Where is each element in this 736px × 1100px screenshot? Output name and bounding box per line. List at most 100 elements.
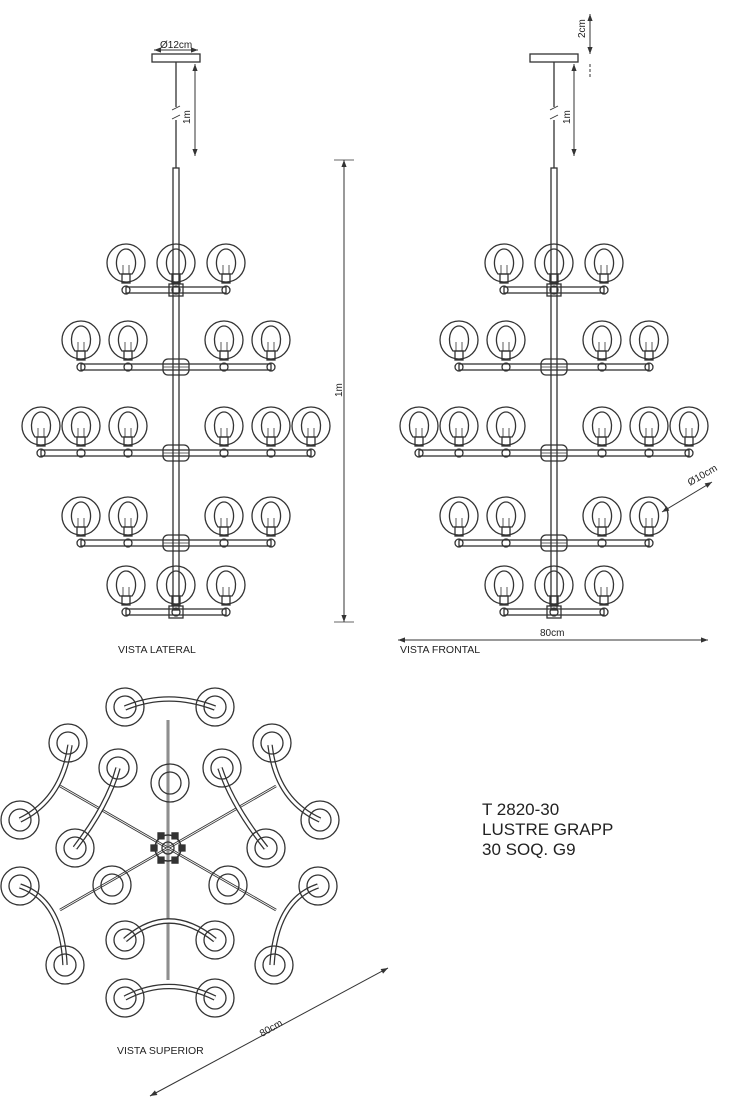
globe-top bbox=[298, 866, 338, 906]
socket bbox=[501, 436, 511, 447]
glass-globe bbox=[486, 406, 526, 446]
filament bbox=[267, 518, 275, 527]
glass-globe bbox=[582, 406, 622, 446]
arm-end bbox=[221, 607, 231, 617]
bulb-globe bbox=[204, 496, 244, 537]
hub-socket bbox=[171, 832, 179, 840]
globe-inner bbox=[203, 986, 227, 1010]
bulb-globe bbox=[582, 320, 622, 361]
filament bbox=[500, 265, 508, 274]
bulb-globe bbox=[251, 496, 291, 537]
product-info: T 2820-30 LUSTRE GRAPP 30 SOQ. G9 bbox=[482, 800, 613, 860]
globe-inner bbox=[260, 731, 284, 755]
curved-arm-core bbox=[124, 985, 216, 1000]
bulb bbox=[591, 325, 613, 352]
bulb-globe bbox=[61, 406, 101, 447]
glass-globe bbox=[584, 565, 624, 605]
curved-arm bbox=[267, 744, 322, 823]
arrowhead bbox=[341, 160, 347, 167]
globe-outline bbox=[208, 865, 248, 905]
bulb-globe bbox=[108, 320, 148, 361]
globe-inner bbox=[100, 873, 124, 897]
arm-end bbox=[597, 362, 607, 372]
canopy bbox=[529, 53, 579, 63]
bulb bbox=[215, 248, 237, 275]
arm-end bbox=[221, 285, 231, 295]
arm-end bbox=[499, 285, 509, 295]
globe-top bbox=[55, 828, 95, 868]
bulb-globe bbox=[439, 320, 479, 361]
globe-inner bbox=[306, 874, 330, 898]
central-stem bbox=[550, 167, 558, 611]
filament bbox=[645, 518, 653, 527]
arm-end bbox=[171, 607, 181, 617]
arrowhead bbox=[191, 47, 198, 53]
socket bbox=[644, 526, 654, 537]
top-width-dimension bbox=[149, 967, 389, 1097]
bulb bbox=[70, 501, 92, 528]
bulb-globe bbox=[534, 243, 574, 284]
radial-rod-core bbox=[167, 847, 277, 911]
bulb-globe bbox=[534, 565, 574, 606]
socket bbox=[219, 350, 229, 361]
bulb-globe bbox=[669, 406, 709, 447]
bulb-globe bbox=[206, 243, 246, 284]
filament bbox=[645, 342, 653, 351]
bulb-globe bbox=[106, 565, 146, 606]
glass-globe bbox=[106, 565, 146, 605]
glass-globe bbox=[108, 496, 148, 536]
glass-globe bbox=[486, 496, 526, 536]
radial-rod-core bbox=[167, 785, 277, 849]
radial-rod-core bbox=[59, 785, 169, 849]
glass-globe bbox=[534, 243, 574, 283]
filament bbox=[222, 587, 230, 596]
hub-socket bbox=[178, 844, 186, 852]
filament bbox=[122, 587, 130, 596]
socket bbox=[499, 595, 509, 606]
bulb bbox=[213, 325, 235, 352]
globe-top bbox=[195, 687, 235, 727]
glass-globe bbox=[61, 320, 101, 360]
filament bbox=[550, 587, 558, 596]
globe-top bbox=[254, 945, 294, 985]
filament bbox=[500, 587, 508, 596]
bulb bbox=[70, 325, 92, 352]
bulb bbox=[117, 501, 139, 528]
glass-globe bbox=[582, 320, 622, 360]
glass-globe bbox=[584, 243, 624, 283]
bulb-globe bbox=[21, 406, 61, 447]
globe-inner bbox=[262, 953, 286, 977]
bulb bbox=[493, 248, 515, 275]
arm-end bbox=[76, 362, 86, 372]
arm-end bbox=[219, 448, 229, 458]
socket bbox=[171, 595, 181, 606]
globe-diameter-dimension bbox=[661, 481, 713, 513]
bulb-globe bbox=[584, 565, 624, 606]
arm-rail bbox=[458, 363, 650, 371]
globe-inner bbox=[8, 808, 32, 832]
socket bbox=[454, 350, 464, 361]
arm-end bbox=[454, 448, 464, 458]
curved-arm-core bbox=[268, 744, 321, 822]
socket bbox=[684, 436, 694, 447]
socket bbox=[306, 436, 316, 447]
glass-globe bbox=[204, 496, 244, 536]
bulb-globe bbox=[486, 496, 526, 537]
bulb-globe bbox=[108, 496, 148, 537]
filament bbox=[685, 428, 693, 437]
globe-inner bbox=[210, 756, 234, 780]
bulb-globe bbox=[206, 565, 246, 606]
glass-globe bbox=[484, 565, 524, 605]
socket bbox=[501, 526, 511, 537]
glass-globe bbox=[251, 320, 291, 360]
arm-end bbox=[549, 607, 559, 617]
arm-end bbox=[76, 448, 86, 458]
curved-arm-core bbox=[270, 884, 319, 966]
arm-end bbox=[219, 362, 229, 372]
filament bbox=[598, 428, 606, 437]
bulb-globe bbox=[204, 406, 244, 447]
globe-inner bbox=[113, 986, 137, 1010]
filament bbox=[220, 518, 228, 527]
arrowhead bbox=[150, 1090, 158, 1096]
curved-arm bbox=[18, 744, 73, 823]
